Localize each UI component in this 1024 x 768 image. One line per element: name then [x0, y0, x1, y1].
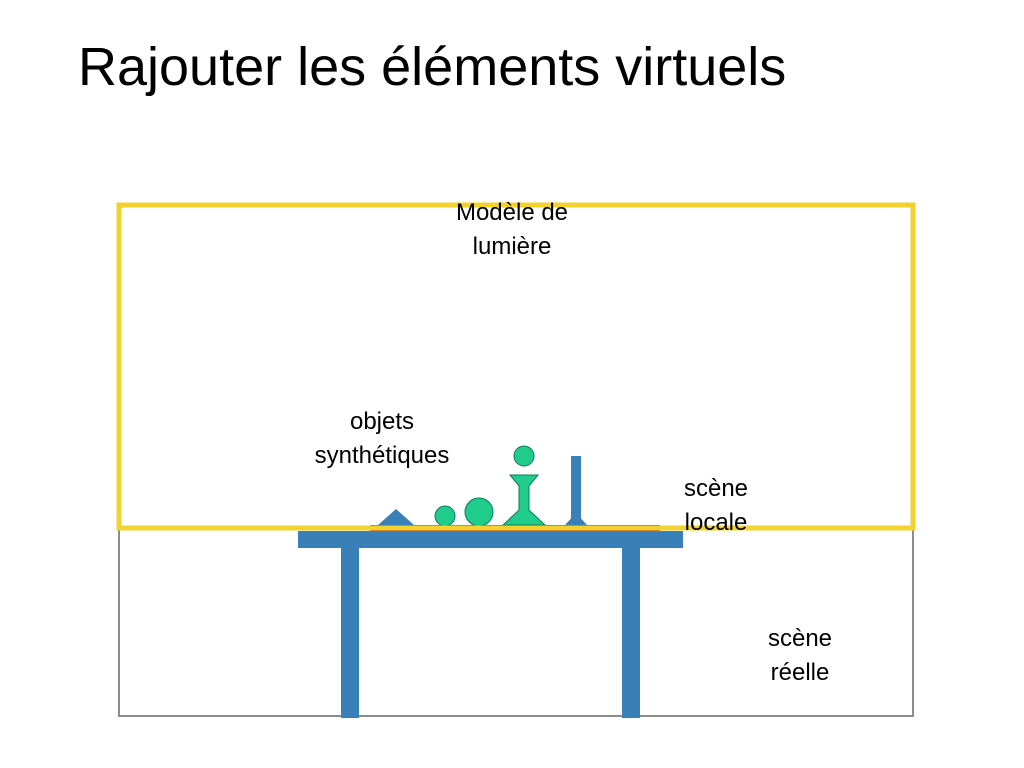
synthetic-objects-label: objets synthétiques: [314, 408, 450, 469]
green-large-sphere: [464, 497, 494, 527]
blue-rod-object: [571, 456, 581, 522]
slide-title: Rajouter les éléments virtuels: [78, 37, 787, 97]
green-small-sphere: [434, 505, 456, 527]
table-top: [298, 531, 683, 548]
real-scene-label: scène réelle: [767, 625, 833, 686]
light-model-frame: [116, 202, 916, 531]
blue-rod-base: [565, 513, 587, 525]
table-right-leg: [622, 540, 640, 718]
local-scene-label: scène locale: [683, 475, 749, 536]
blue-triangle-object: [378, 509, 414, 525]
green-goblet-object: [501, 445, 547, 526]
light-model-label: Modèle de lumière: [455, 199, 569, 260]
table-left-leg: [341, 540, 359, 718]
